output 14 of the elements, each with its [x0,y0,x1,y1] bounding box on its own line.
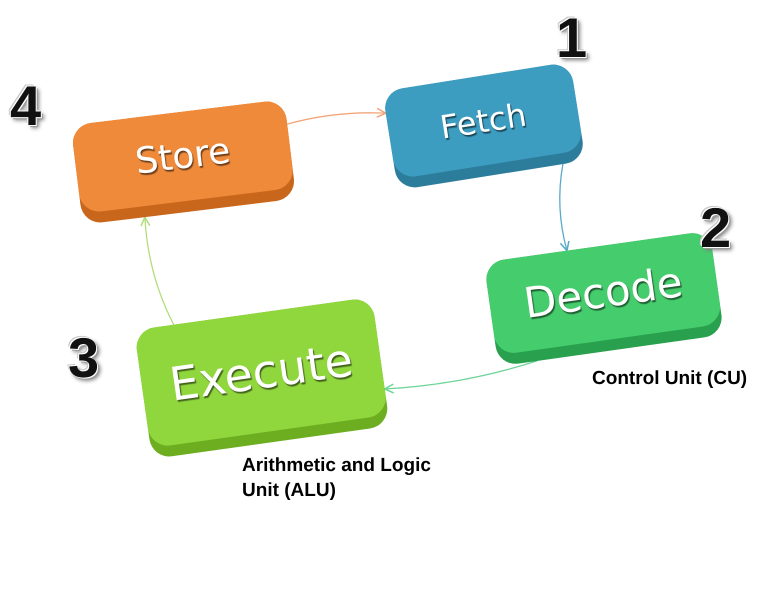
node-label: Fetch [437,94,530,148]
unit-label: Arithmetic and Logic Unit (ALU) [242,454,432,503]
arrow [140,216,174,326]
step-number: 3 [68,330,100,386]
node-label: Execute [166,331,356,414]
node-label: Store [132,129,233,185]
arrow [384,360,538,394]
step-number: 4 [10,78,42,134]
step-number: 1 [556,10,588,66]
unit-label: Control Unit (CU) [592,367,748,391]
node-label: Decode [520,256,686,330]
arrow [287,108,387,125]
step-number: 2 [700,200,732,256]
arrow [559,164,570,252]
